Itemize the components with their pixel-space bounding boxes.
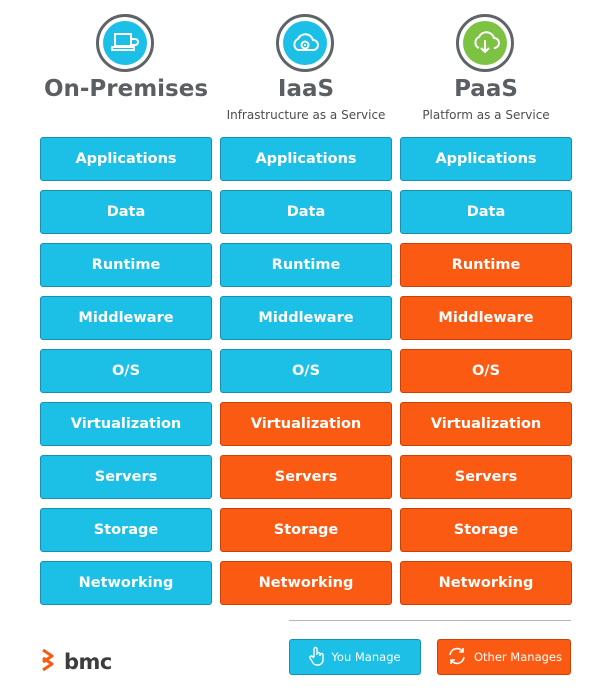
layer-tile-o-s: O/S	[40, 349, 212, 393]
layer-tile-middleware: Middleware	[400, 296, 572, 340]
legend-divider	[289, 620, 571, 621]
layer-tile-servers: Servers	[40, 455, 212, 499]
layer-tile-data: Data	[40, 190, 212, 234]
column-subtitle: Infrastructure as a Service	[226, 108, 386, 122]
legend-other-manages: Other Manages	[437, 639, 571, 675]
layer-tile-o-s: O/S	[220, 349, 392, 393]
hand-pointer-icon	[309, 646, 325, 669]
layer-tile-virtualization: Virtualization	[40, 402, 212, 446]
layer-tile-runtime: Runtime	[220, 243, 392, 287]
layer-tile-o-s: O/S	[400, 349, 572, 393]
iaas-icon-ring	[276, 14, 334, 72]
legend-other-manages-label: Other Manages	[474, 650, 562, 664]
layer-tile-middleware: Middleware	[220, 296, 392, 340]
column-title: IaaS	[277, 76, 335, 102]
legend-you-manage-label: You Manage	[331, 650, 401, 664]
on-premises-icon-ring	[96, 14, 154, 72]
column-title: On-Premises	[43, 76, 209, 102]
layer-tile-middleware: Middleware	[40, 296, 212, 340]
layer-tile-networking: Networking	[400, 561, 572, 605]
layer-tile-storage: Storage	[400, 508, 572, 552]
layer-tile-networking: Networking	[40, 561, 212, 605]
logo-text: bmc	[64, 650, 112, 674]
layer-tile-storage: Storage	[220, 508, 392, 552]
cloud-download-icon	[463, 21, 507, 65]
layer-tile-virtualization: Virtualization	[220, 402, 392, 446]
layer-tile-runtime: Runtime	[40, 243, 212, 287]
bmc-logo: bmc	[40, 648, 112, 676]
layer-tile-runtime: Runtime	[400, 243, 572, 287]
column-title: PaaS	[454, 76, 518, 102]
layer-tile-data: Data	[220, 190, 392, 234]
cloud-gear-icon	[283, 21, 327, 65]
layer-tile-storage: Storage	[40, 508, 212, 552]
column-subtitle: Platform as a Service	[422, 108, 550, 122]
paas-icon-ring	[456, 14, 514, 72]
layer-tile-servers: Servers	[220, 455, 392, 499]
laptop-icon	[103, 21, 147, 65]
layer-tile-networking: Networking	[220, 561, 392, 605]
bmc-chevron-icon	[40, 648, 62, 676]
layer-tile-applications: Applications	[220, 137, 392, 181]
layer-tile-applications: Applications	[40, 137, 212, 181]
layer-tile-data: Data	[400, 190, 572, 234]
refresh-icon	[446, 646, 468, 669]
layer-tile-applications: Applications	[400, 137, 572, 181]
layer-tile-servers: Servers	[400, 455, 572, 499]
layer-tile-virtualization: Virtualization	[400, 402, 572, 446]
legend-you-manage: You Manage	[289, 639, 421, 675]
